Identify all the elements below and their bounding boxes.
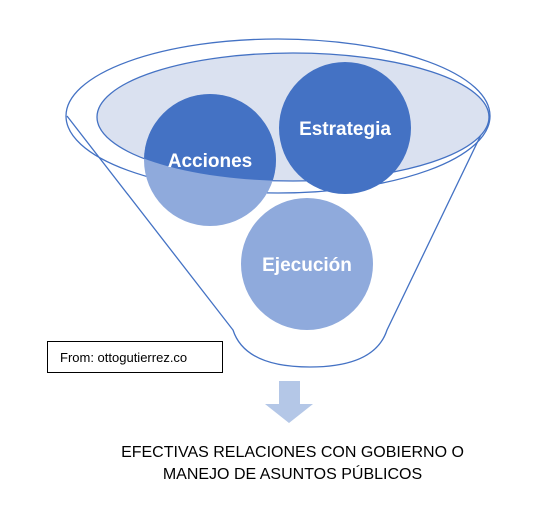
diagram-caption: EFECTIVAS RELACIONES CON GOBIERNO O MANE… <box>40 442 545 486</box>
circle-estrategia: Estrategia <box>279 62 411 194</box>
circle-ejecucion-label: Ejecución <box>262 255 352 276</box>
source-label-box: From: ottogutierrez.co <box>47 341 223 373</box>
down-arrow-icon <box>265 381 313 423</box>
source-label: From: ottogutierrez.co <box>60 349 188 365</box>
circle-acciones: Acciones <box>144 94 276 226</box>
circle-acciones-label: Acciones <box>168 151 252 172</box>
circle-ejecucion: Ejecución <box>241 198 373 330</box>
funnel-body <box>66 115 491 368</box>
circle-estrategia-label: Estrategia <box>299 119 391 140</box>
caption-line-2: MANEJO DE ASUNTOS PÚBLICOS <box>162 466 423 483</box>
funnel-rim-outer <box>65 38 491 194</box>
caption-line-1: EFECTIVAS RELACIONES CON GOBIERNO O <box>121 444 464 461</box>
